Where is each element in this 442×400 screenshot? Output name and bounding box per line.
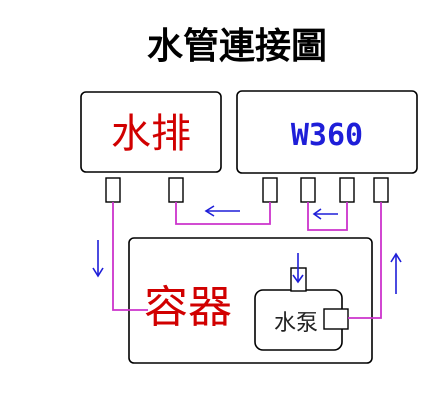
arrow-up-icon [390, 252, 402, 294]
w360-port-4 [373, 177, 389, 203]
arrow-into-pump-icon [292, 253, 304, 284]
arrow-left-icon [204, 205, 240, 217]
pump-unit: 水泵 [254, 267, 349, 351]
pipe-radiator-to-reservoir [112, 202, 148, 311]
pump-label: 水泵 [274, 311, 318, 336]
w360-label: W360 [291, 118, 363, 153]
diagram-title: 水管連接圖 [147, 26, 327, 67]
radiator-label: 水排 [111, 111, 191, 157]
w360-unit: W360 [236, 90, 418, 174]
radiator-port-right [168, 177, 184, 203]
w360-port-2 [300, 177, 316, 203]
arrow-down-icon [92, 240, 104, 278]
radiator-port-left [105, 177, 121, 203]
flow-arrows [92, 205, 402, 294]
pump-outlet-port [323, 308, 349, 330]
pipe-pump-to-w360 [348, 202, 382, 319]
w360-port-3 [339, 177, 355, 203]
pipe-w360-internal-loop [307, 202, 348, 231]
pipe-w360-to-radiator [175, 202, 271, 225]
pipes [112, 202, 382, 319]
w360-port-1 [262, 177, 278, 203]
radiator-unit: 水排 [80, 91, 222, 173]
arrow-left-small-icon [312, 208, 338, 220]
reservoir-label: 容器 [144, 282, 232, 333]
